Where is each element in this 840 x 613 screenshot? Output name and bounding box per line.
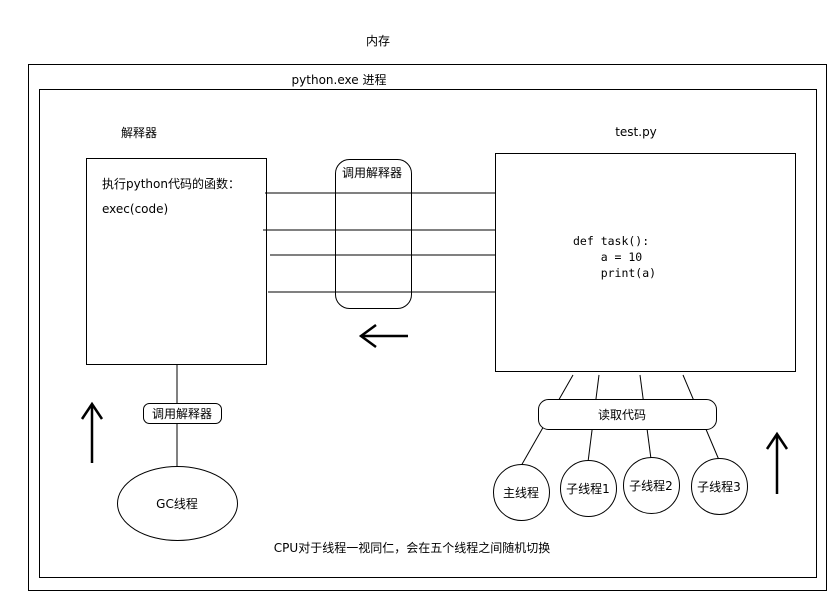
read-code-label: 读取代码 — [598, 408, 646, 422]
call-interpreter-top-box — [335, 159, 412, 309]
code-line-3: print(a) — [573, 266, 656, 280]
up-arrow-right-icon — [765, 431, 789, 494]
call-interpreter-bottom-label: 调用解释器 — [152, 407, 212, 421]
interpreter-title: 解释器 — [121, 126, 157, 140]
main-thread-label: 主线程 — [503, 485, 539, 500]
child-thread-3-label: 子线程3 — [697, 479, 741, 494]
main-thread-circle — [493, 464, 550, 521]
exec-function-label: 执行python代码的函数： — [102, 176, 240, 191]
child-thread-3-circle — [691, 458, 748, 515]
code-line-2: a = 10 — [573, 250, 642, 264]
memory-label: 内存 — [366, 34, 390, 48]
child-thread-1-label: 子线程1 — [566, 481, 610, 496]
code-line-1: def task(): — [573, 234, 649, 248]
process-box — [39, 89, 817, 578]
up-arrow-left-icon — [80, 401, 104, 463]
file-title: test.py — [615, 125, 657, 139]
child-thread-2-label: 子线程2 — [629, 478, 673, 493]
cpu-note: CPU对于线程一视同仁，会在五个线程之间随机切换 — [274, 540, 550, 555]
memory-box — [28, 64, 827, 591]
child-thread-1-circle — [560, 460, 617, 517]
file-box — [495, 153, 796, 372]
left-arrow-icon — [358, 323, 408, 349]
interpreter-box — [86, 158, 267, 365]
child-thread-2-circle — [623, 457, 680, 514]
gc-thread-label: GC线程 — [156, 496, 198, 511]
process-label: python.exe 进程 — [292, 72, 387, 87]
call-interpreter-bottom-box — [143, 403, 222, 424]
gc-thread-ellipse — [117, 466, 238, 541]
read-code-box — [538, 399, 717, 430]
call-interpreter-top-label: 调用解释器 — [342, 166, 402, 180]
exec-code-label: exec(code) — [102, 202, 168, 216]
